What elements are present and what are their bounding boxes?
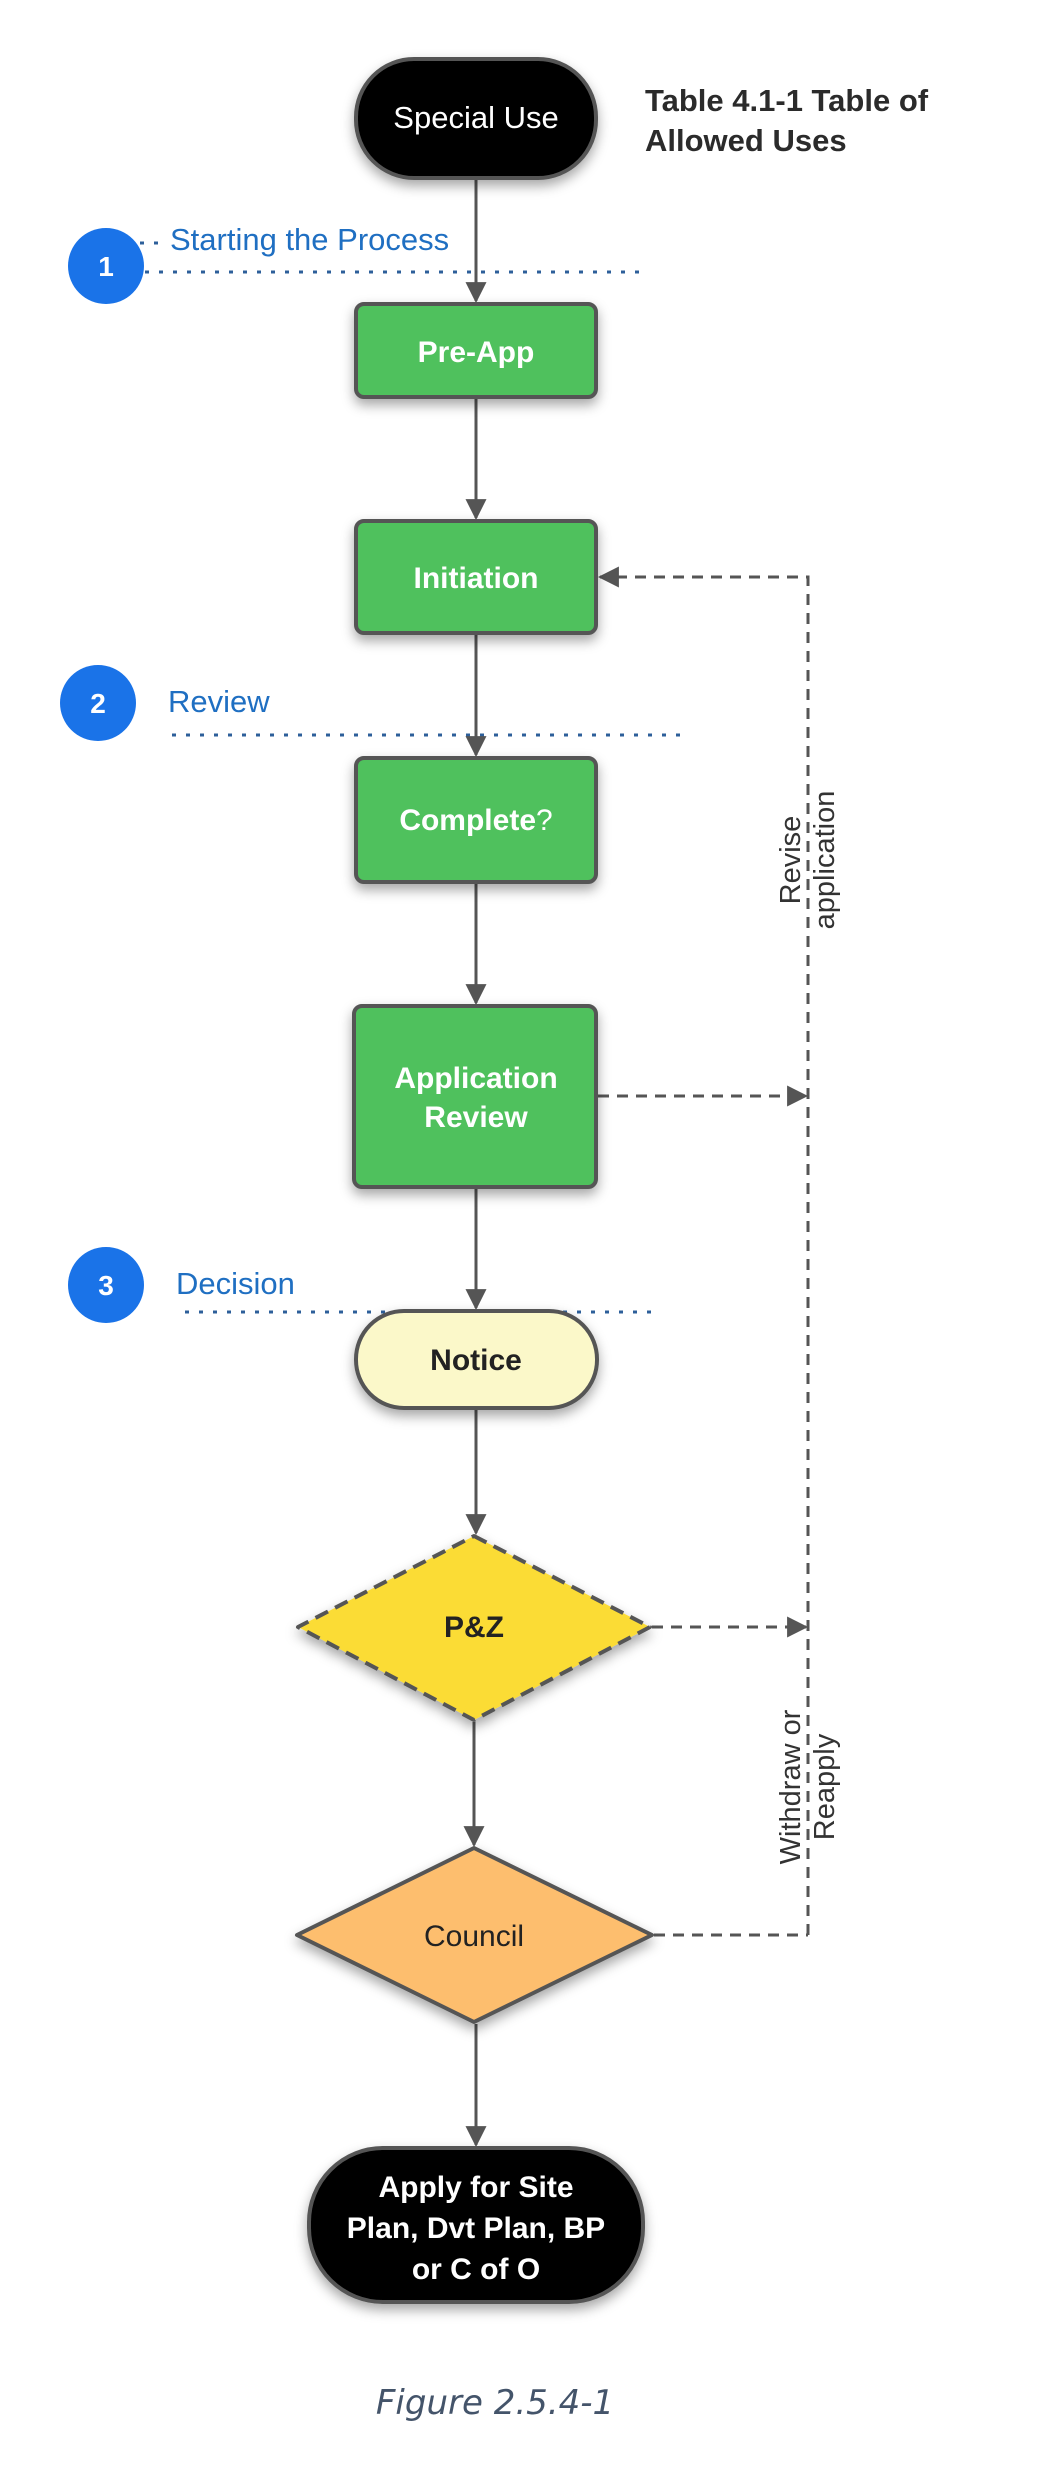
stage-3-circle — [68, 1247, 144, 1323]
withdraw-label-line-1: Withdraw or — [775, 1709, 807, 1864]
application-review-line-1: Application — [394, 1062, 557, 1095]
stage-2-marker: 2 Review — [60, 665, 680, 741]
node-pz: P&Z — [296, 1534, 652, 1722]
apply-line-3: or C of O — [412, 2253, 540, 2286]
council-shape — [295, 1846, 654, 2024]
node-application-review: Application Review — [352, 1004, 598, 1189]
figure-caption: Figure 2.5.4-1 — [376, 2383, 614, 2423]
stage-1-marker: 1 Starting the Process — [68, 222, 648, 304]
revise-label-line-1: Revise — [775, 816, 807, 905]
revision-loop-connectors — [597, 566, 810, 1937]
node-notice: Notice — [354, 1309, 599, 1410]
main-flow-connectors — [463, 178, 487, 2148]
pz-shape — [296, 1534, 652, 1722]
apply-line-2: Plan, Dvt Plan, BP — [347, 2212, 605, 2245]
node-complete: Complete? — [354, 756, 598, 884]
stage-3-number: 3 — [98, 1270, 114, 1301]
council-label: Council — [424, 1920, 524, 1953]
complete-shape — [354, 756, 598, 884]
pre-app-shape — [354, 302, 598, 399]
apply-line-1: Apply for Site — [378, 2171, 573, 2204]
stage-1-circle — [68, 228, 144, 304]
stage-1-label: Starting the Process — [170, 222, 449, 257]
node-initiation: Initiation — [354, 519, 598, 635]
stage-1-number: 1 — [98, 251, 114, 282]
pz-label: P&Z — [444, 1611, 504, 1644]
initiation-label: Initiation — [414, 562, 539, 595]
stage-2-number: 2 — [90, 688, 106, 719]
apply-shape — [307, 2146, 645, 2304]
complete-label: Complete? — [399, 804, 552, 837]
complete-label-main: Complete — [399, 804, 536, 837]
withdraw-reapply-label: Withdraw or Reapply — [775, 1709, 841, 1864]
title-line-1: Table 4.1-1 Table of — [645, 83, 929, 118]
application-review-shape — [352, 1004, 598, 1189]
revise-application-label: Revise application — [775, 791, 841, 930]
pre-app-label: Pre-App — [418, 336, 535, 369]
initiation-shape — [354, 519, 598, 635]
special-use-label: Special Use — [393, 100, 558, 135]
complete-label-question: ? — [536, 804, 553, 837]
node-pre-app: Pre-App — [354, 302, 598, 399]
notice-label: Notice — [430, 1344, 522, 1377]
revise-label-line-2: application — [809, 791, 841, 930]
node-special-use: Special Use — [354, 57, 598, 180]
edge-loop-to-initiation — [597, 566, 810, 1935]
stage-3-marker: 3 Decision — [68, 1247, 658, 1323]
node-council: Council — [295, 1846, 654, 2024]
withdraw-label-line-2: Reapply — [809, 1733, 841, 1840]
node-apply: Apply for Site Plan, Dvt Plan, BP or C o… — [307, 2146, 645, 2304]
stage-2-label: Review — [168, 684, 270, 719]
stage-2-circle — [60, 665, 136, 741]
notice-shape — [354, 1309, 599, 1410]
table-reference-title: Table 4.1-1 Table of Allowed Uses — [645, 83, 929, 158]
stage-3-label: Decision — [176, 1266, 295, 1301]
special-use-shape — [354, 57, 598, 180]
application-review-line-2: Review — [424, 1101, 528, 1134]
title-line-2: Allowed Uses — [645, 123, 847, 158]
